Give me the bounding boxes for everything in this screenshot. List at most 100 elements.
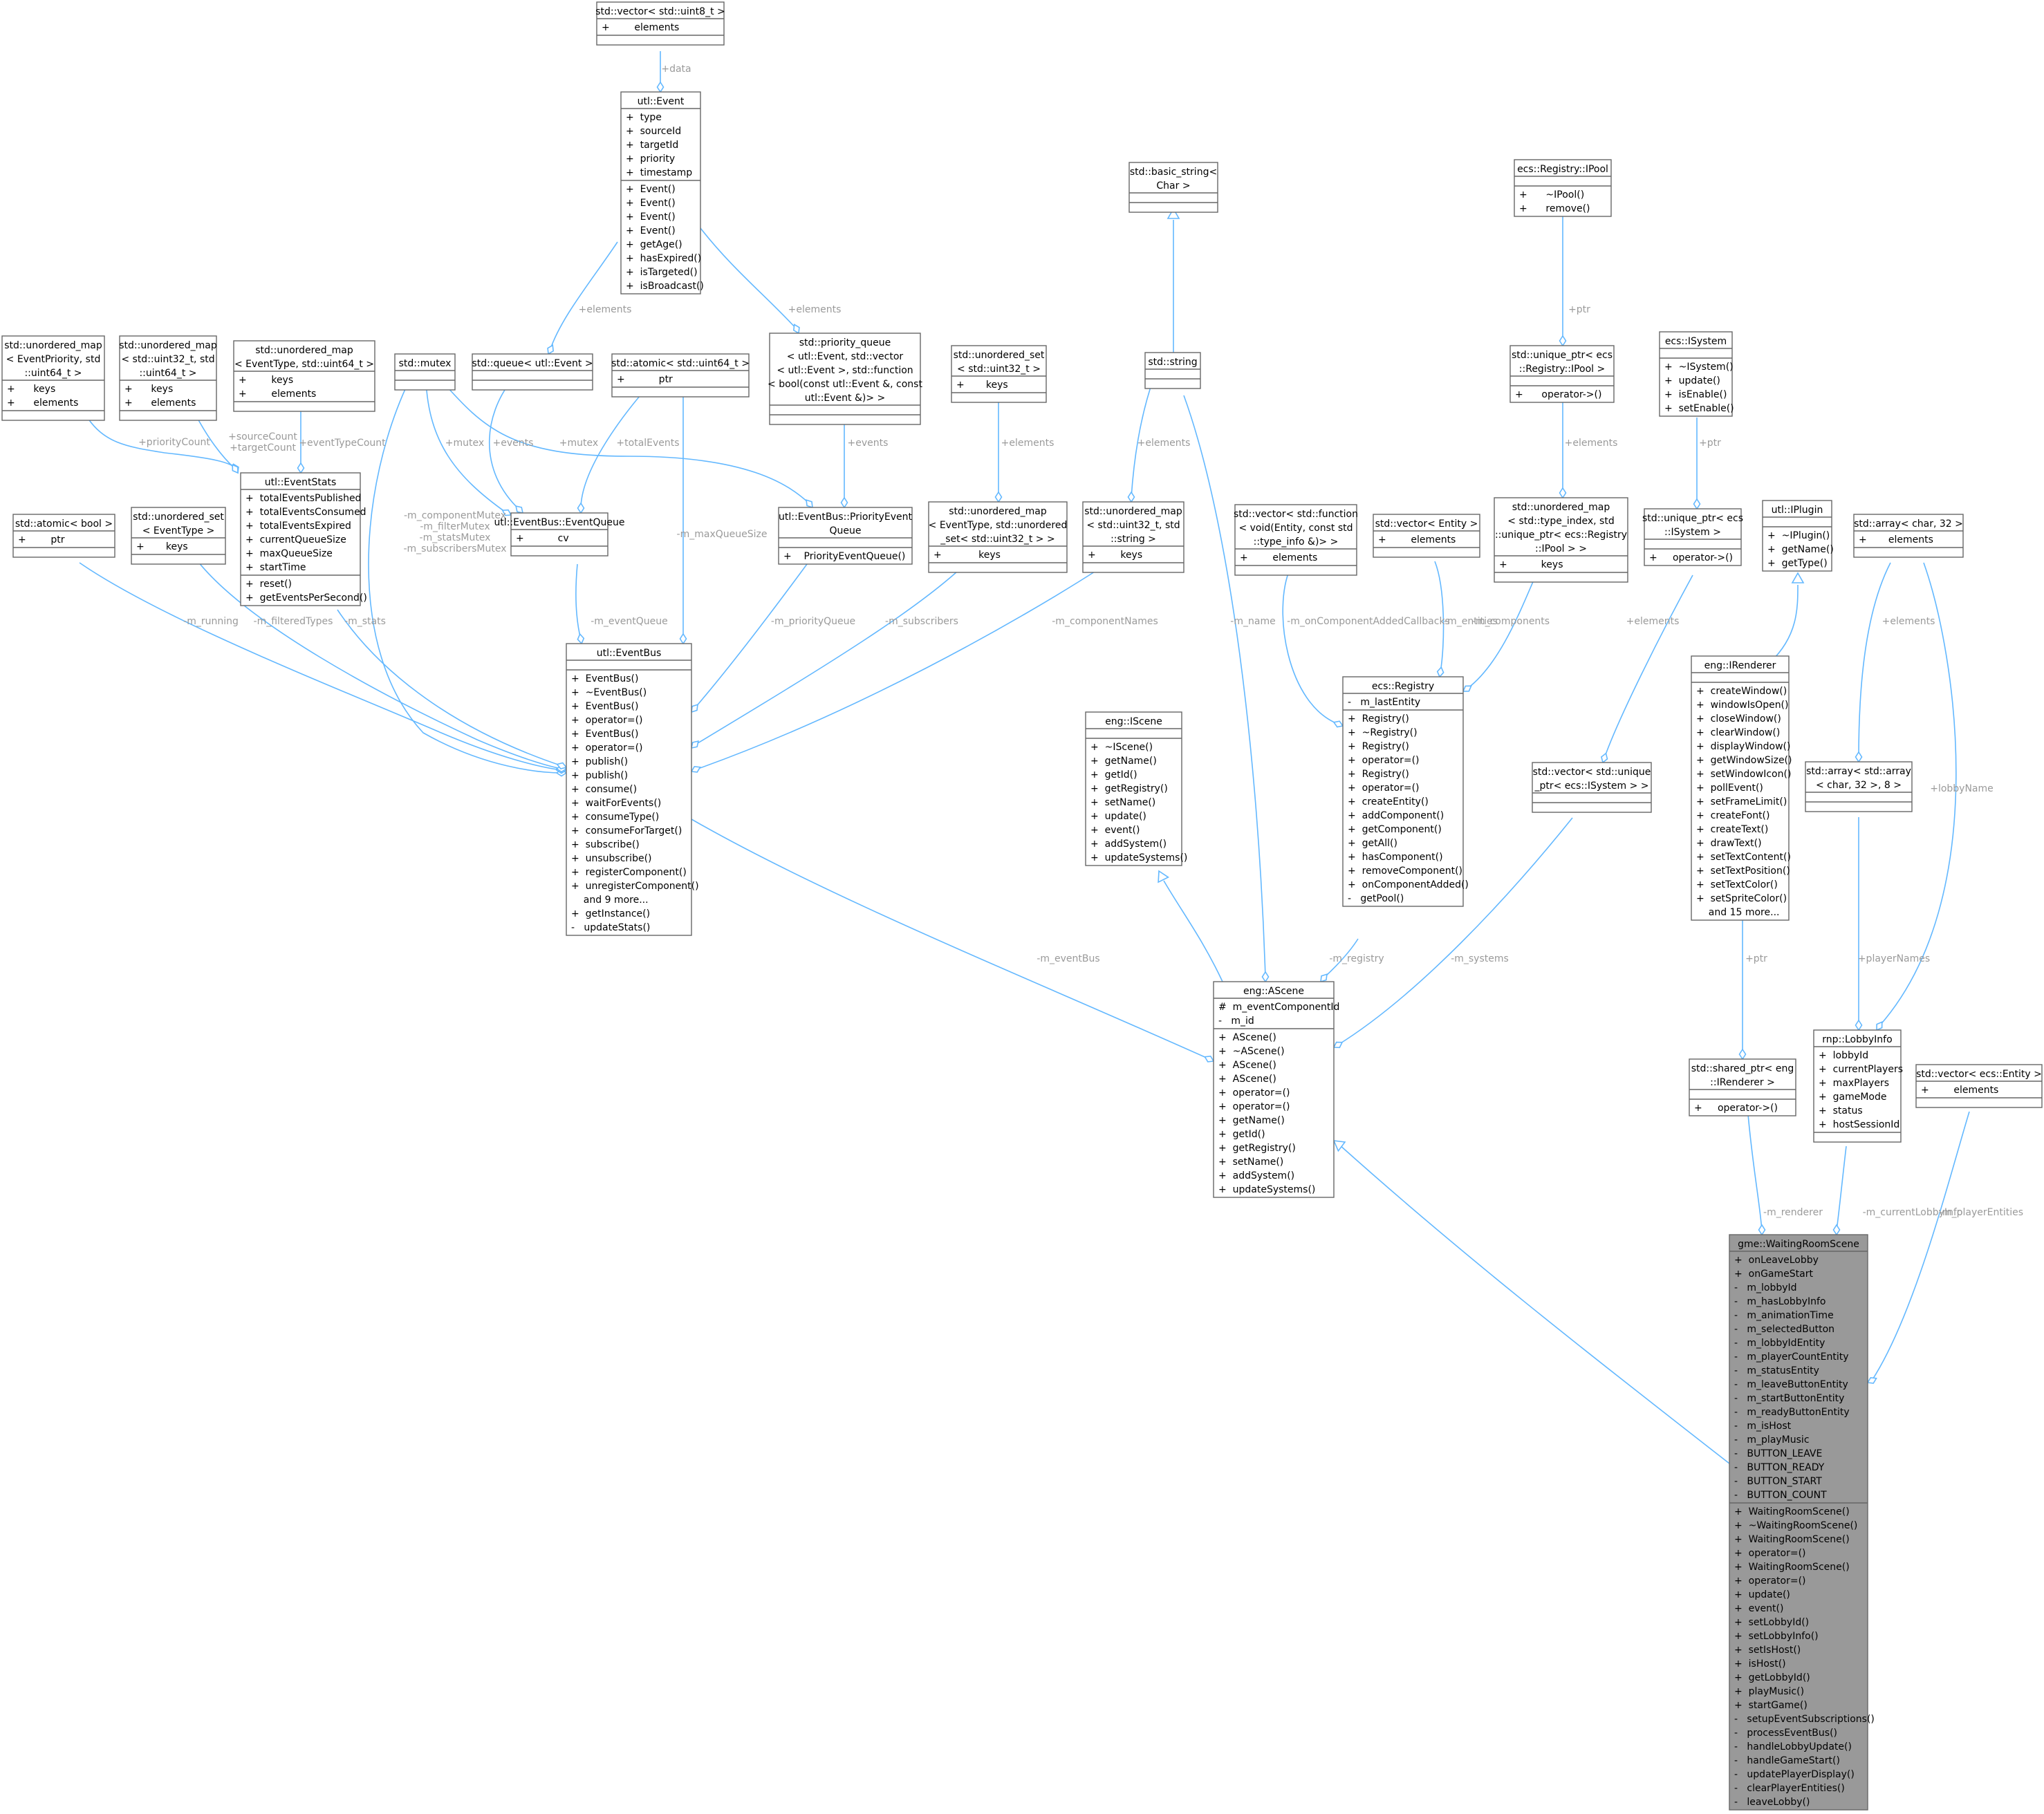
class-arrArr[interactable]: std::array< std::array< char, 32 >, 8 >	[1805, 761, 1913, 812]
aggregation-diamond-icon	[1559, 487, 1567, 499]
class-umapU32[interactable]: std::unordered_map< std::uint32_t, std::…	[119, 335, 217, 421]
class-method: + operator=()	[571, 742, 643, 754]
class-box	[1373, 514, 1480, 558]
class-attribute: + elements	[1240, 552, 1317, 563]
edge-line	[1871, 1111, 1970, 1381]
edge-line	[79, 562, 563, 771]
class-event[interactable]: utl::Event+ type+ sourceId+ targetId+ pr…	[620, 91, 704, 294]
class-basicString[interactable]: std::basic_string<Char >	[1128, 162, 1218, 213]
aggregation-diamond-icon	[994, 491, 1003, 503]
class-method: + consume()	[571, 784, 637, 795]
class-lobbyInfo[interactable]: rnp::LobbyInfo+ lobbyId+ currentPlayers+…	[1813, 1029, 1903, 1143]
class-name: std::vector< Entity >	[1375, 518, 1478, 530]
class-string[interactable]: std::string	[1144, 352, 1201, 389]
class-method: + getAge()	[626, 239, 682, 250]
class-box	[1085, 711, 1182, 866]
class-iscene[interactable]: eng::IScene+ ~IScene()+ getName()+ getId…	[1085, 711, 1187, 866]
class-umapPrio[interactable]: std::unordered_map< EventPriority, std::…	[1, 335, 105, 421]
class-method: + updateSystems()	[1218, 1184, 1315, 1195]
edge-label-line: -m_systems	[1451, 953, 1509, 964]
class-method: - handleGameStart()	[1734, 1755, 1840, 1766]
class-eventStats[interactable]: utl::EventStats+ totalEventsPublished+ t…	[240, 472, 367, 606]
aggregation-diamond-icon	[679, 633, 687, 645]
class-irenderer[interactable]: eng::IRenderer+ createWindow()+ windowIs…	[1691, 655, 1792, 921]
edge-label: -m_componentMutex-m_filterMutex-m_statsM…	[403, 510, 506, 554]
class-usetEvType[interactable]: std::unordered_set< EventType >+ keys	[131, 507, 226, 565]
class-box	[1762, 500, 1832, 572]
class-vecEcsEntity[interactable]: std::vector< ecs::Entity >+ elements	[1915, 1064, 2043, 1108]
class-name: < std::uint32_t, std	[1086, 520, 1180, 531]
class-method: + setFrameLimit()	[1696, 796, 1787, 807]
class-name: < EventType, std::unordered	[929, 520, 1068, 531]
class-usetU32[interactable]: std::unordered_set< std::uint32_t >+ key…	[951, 345, 1047, 403]
edge-label: -m_systems	[1451, 953, 1509, 964]
class-name: std::vector< ecs::Entity >	[1916, 1069, 2042, 1080]
edge-label-line: -m_filterMutex	[420, 521, 490, 532]
class-iplugin[interactable]: utl::IPlugin+ ~IPlugin()+ getName()+ get…	[1762, 500, 1834, 572]
class-umapSubs[interactable]: std::unordered_map< EventType, std::unor…	[928, 501, 1068, 573]
aggregation-diamond-icon	[1261, 971, 1270, 983]
class-method: + remove()	[1519, 203, 1590, 214]
aggregation-diamond-icon	[1320, 973, 1328, 983]
class-mutex[interactable]: std::mutex	[394, 353, 456, 391]
edge-label-line: +ptr	[1568, 304, 1590, 315]
class-method: + setName()	[1218, 1157, 1283, 1168]
class-method: + EventBus()	[571, 673, 638, 684]
class-arrChar[interactable]: std::array< char, 32 >+ elements	[1853, 514, 1964, 558]
class-uptrIPool[interactable]: std::unique_ptr< ecs::Registry::IPool >+…	[1509, 345, 1615, 403]
class-vecFunc[interactable]: std::vector< std::function< void(Entity,…	[1234, 504, 1358, 576]
edge-e_registry	[1320, 938, 1359, 983]
edge-label: +eventTypeCount	[299, 438, 386, 449]
class-method: + WaitingRoomScene()	[1734, 1506, 1850, 1517]
class-method: + setName()	[1090, 797, 1155, 808]
class-box	[394, 353, 456, 391]
class-attribute: + keys	[933, 550, 1001, 561]
class-attribute: - BUTTON_READY	[1734, 1462, 1825, 1473]
edge-g_basic	[1167, 207, 1180, 368]
class-queue[interactable]: std::queue< utl::Event >	[472, 353, 593, 391]
edge-label-line: -m_subscribersMutex	[403, 543, 506, 554]
class-name: _set< std::uint32_t > >	[940, 534, 1054, 545]
class-name: < char, 32 >, 8 >	[1816, 780, 1902, 791]
class-uint8vec[interactable]: std::vector< std::uint8_t >+ elements	[595, 1, 725, 46]
class-umapNames[interactable]: std::unordered_map< std::uint32_t, std::…	[1082, 501, 1184, 573]
class-eventBus[interactable]: utl::EventBus+ EventBus()+ ~EventBus()+ …	[566, 643, 699, 936]
class-box	[240, 472, 361, 606]
class-method: + subscribe()	[571, 839, 640, 850]
class-umapEvType[interactable]: std::unordered_map< EventType, std::uint…	[233, 340, 375, 412]
edge-e_uset_el	[994, 387, 1003, 503]
class-attribute: + keys	[956, 380, 1008, 391]
class-name: < EventType, std::uint64_t >	[234, 359, 374, 370]
class-sptrRenderer[interactable]: std::shared_ptr< eng::IRenderer >+ opera…	[1689, 1058, 1796, 1116]
class-pq[interactable]: std::priority_queue< utl::Event, std::ve…	[768, 333, 922, 425]
class-waitingRoom[interactable]: gme::WaitingRoomScene+ onLeaveLobby+ onG…	[1729, 1234, 1875, 1811]
class-ipool[interactable]: ecs::Registry::IPool+ ~IPool()+ remove()	[1514, 159, 1612, 217]
edge-line	[425, 380, 505, 512]
class-method: + Registry()	[1348, 713, 1409, 724]
class-vecEntity[interactable]: std::vector< Entity >+ elements	[1373, 514, 1480, 558]
class-atomicBool[interactable]: std::atomic< bool >+ ptr	[12, 514, 115, 558]
class-eventQueue[interactable]: utl::EventBus::EventQueue+ cv	[494, 512, 625, 557]
edge-label: -m_maxQueueSize	[677, 529, 768, 540]
class-vecSystems[interactable]: std::vector< std::unique_ptr< ecs::ISyst…	[1532, 762, 1652, 813]
edge-line	[1467, 573, 1537, 689]
class-isystem[interactable]: ecs::ISystem+ ~ISystem()+ update()+ isEn…	[1659, 331, 1734, 417]
class-attribute: + currentPlayers	[1819, 1064, 1903, 1075]
edge-label: +elements	[579, 304, 632, 315]
class-registry[interactable]: ecs::Registry- m_lastEntity+ Registry()+…	[1342, 676, 1469, 907]
edge-label-line: +events	[493, 438, 534, 449]
class-attribute: - m_id	[1218, 1016, 1254, 1027]
class-name: std::unordered_map	[949, 506, 1047, 517]
class-ascene[interactable]: eng::AScene# m_eventComponentId- m_id+ A…	[1213, 981, 1339, 1198]
class-atomicU64[interactable]: std::atomic< std::uint64_t >+ ptr	[611, 353, 750, 398]
edge-line	[368, 380, 563, 774]
class-name: std::priority_queue	[799, 337, 891, 348]
inheritance-arrow-icon	[1167, 207, 1180, 219]
class-attribute: + priority	[626, 153, 675, 165]
class-box	[1509, 345, 1615, 403]
class-prioQueue[interactable]: utl::EventBus::PriorityEventQueue+ Prior…	[778, 507, 913, 565]
class-uptrISystem[interactable]: std::unique_ptr< ecs::ISystem >+ operato…	[1642, 508, 1743, 566]
class-umapPools[interactable]: std::unordered_map< std::type_index, std…	[1494, 497, 1628, 583]
class-method: + ~IScene()	[1090, 742, 1153, 753]
edge-label-line: -m_priorityQueue	[771, 616, 855, 627]
